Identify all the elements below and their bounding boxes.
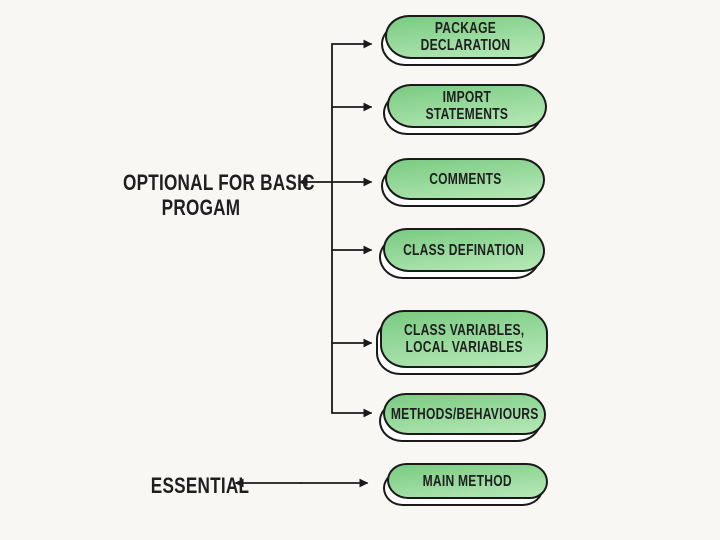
node-package-declaration: PACKAGE DECLARATION bbox=[381, 15, 545, 66]
label-essential: ESSENTIAL bbox=[100, 473, 300, 498]
label-optional-line1: OPTIONAL FOR BASIC bbox=[123, 170, 315, 195]
node-methods-behaviours: METHODS/BEHAVIOURS bbox=[379, 393, 546, 442]
label-optional-for-basic-program: OPTIONAL FOR BASIC PROGAM bbox=[101, 170, 315, 220]
node-main-method: MAIN METHOD bbox=[383, 463, 548, 506]
node-class-defination: CLASS DEFINATION bbox=[379, 228, 545, 279]
node-label: PACKAGE DECLARATION bbox=[420, 20, 510, 54]
node-face: IMPORT STATEMENTS bbox=[387, 84, 547, 128]
node-label: COMMENTS bbox=[428, 170, 502, 188]
node-face: COMMENTS bbox=[385, 158, 545, 200]
node-face: MAIN METHOD bbox=[387, 463, 548, 499]
node-face: PACKAGE DECLARATION bbox=[385, 15, 545, 59]
node-face: CLASS DEFINATION bbox=[383, 228, 545, 272]
node-class-variables: CLASS VARIABLES, LOCAL VARIABLES bbox=[376, 310, 548, 375]
node-face: METHODS/BEHAVIOURS bbox=[383, 393, 546, 435]
node-face: CLASS VARIABLES, LOCAL VARIABLES bbox=[380, 310, 548, 368]
node-label: METHODS/BEHAVIOURS bbox=[390, 405, 539, 423]
node-label: MAIN METHOD bbox=[422, 472, 513, 490]
node-comments: COMMENTS bbox=[381, 158, 545, 207]
node-label: IMPORT STATEMENTS bbox=[425, 89, 509, 123]
label-essential-text: ESSENTIAL bbox=[150, 473, 250, 498]
node-import-statements: IMPORT STATEMENTS bbox=[383, 84, 547, 135]
label-optional-line2: PROGAM bbox=[161, 195, 241, 220]
node-label: CLASS VARIABLES, LOCAL VARIABLES bbox=[403, 322, 525, 356]
node-label: CLASS DEFINATION bbox=[403, 241, 525, 259]
